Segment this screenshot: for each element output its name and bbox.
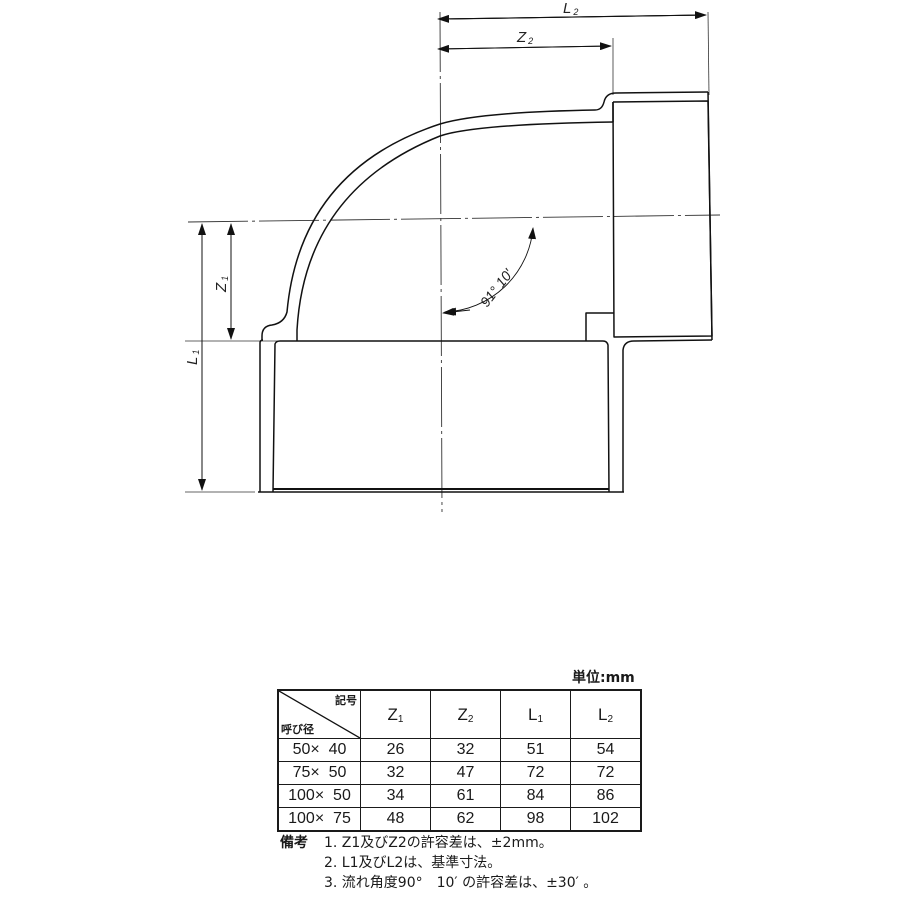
nominal-size-cell: 75× 50: [277, 761, 361, 785]
column-header-l2: L2: [570, 689, 642, 739]
remark-item: 3. 流れ角度90° 10′ の許容差は、±30′ 。: [324, 875, 598, 891]
l2-cell: 72: [570, 761, 642, 785]
z2-cell: 32: [430, 738, 501, 762]
l1-cell: 84: [500, 784, 571, 808]
l1-cell: 51: [500, 738, 571, 762]
l2-cell: 102: [570, 807, 642, 832]
center-lines: [187, 11, 721, 513]
column-header-l1: L1: [500, 689, 571, 739]
flow-angle-indicator: [442, 227, 537, 316]
z1-cell: 34: [360, 784, 431, 808]
dimension-lines: [198, 11, 707, 491]
z1-cell: 48: [360, 807, 431, 832]
remarks-heading: 備考: [280, 835, 308, 851]
dimension-table: 記号 呼び径 Z1 Z2 L1 L2 50× 40 26 32 51 54 75…: [277, 689, 642, 832]
table-row: 100× 50 34 61 84 86: [277, 784, 642, 808]
column-header-z2: Z2: [430, 689, 501, 739]
dim-label-z1: Z1: [213, 276, 230, 293]
elbow-outline: [258, 91, 713, 493]
z1-cell: 26: [360, 738, 431, 762]
z2-cell: 62: [430, 807, 501, 832]
l1-cell: 72: [500, 761, 571, 785]
nominal-size-header: 呼び径: [281, 723, 314, 736]
table-row: 50× 40 26 32 51 54: [277, 738, 642, 762]
l1-cell: 98: [500, 807, 571, 832]
z2-cell: 47: [430, 761, 501, 785]
nominal-size-cell: 100× 50: [277, 784, 361, 808]
angle-label: 91° 10′: [477, 265, 517, 310]
column-header-z1: Z1: [360, 689, 431, 739]
extension-lines: [185, 11, 710, 493]
z2-cell: 61: [430, 784, 501, 808]
z1-cell: 32: [360, 761, 431, 785]
nominal-size-cell: 100× 75: [277, 807, 361, 832]
table-row: 100× 75 48 62 98 102: [277, 807, 642, 832]
dim-label-l1: L1: [184, 350, 201, 365]
unit-label: 単位:mm: [572, 670, 635, 686]
table-corner-header: 記号 呼び径: [277, 689, 361, 739]
l2-cell: 86: [570, 784, 642, 808]
table-header-row: 記号 呼び径 Z1 Z2 L1 L2: [277, 689, 642, 739]
nominal-size-cell: 50× 40: [277, 738, 361, 762]
l2-cell: 54: [570, 738, 642, 762]
remark-item: 2. L1及びL2は、基準寸法。: [324, 855, 502, 871]
table-row: 75× 50 32 47 72 72: [277, 761, 642, 785]
remarks: 備考 1. Z1及びZ2の許容差は、±2mm。 2. L1及びL2は、基準寸法。…: [280, 833, 597, 893]
diagonal-divider: [279, 691, 360, 738]
remark-item: 1. Z1及びZ2の許容差は、±2mm。: [324, 835, 553, 851]
symbol-header: 記号: [335, 694, 357, 707]
